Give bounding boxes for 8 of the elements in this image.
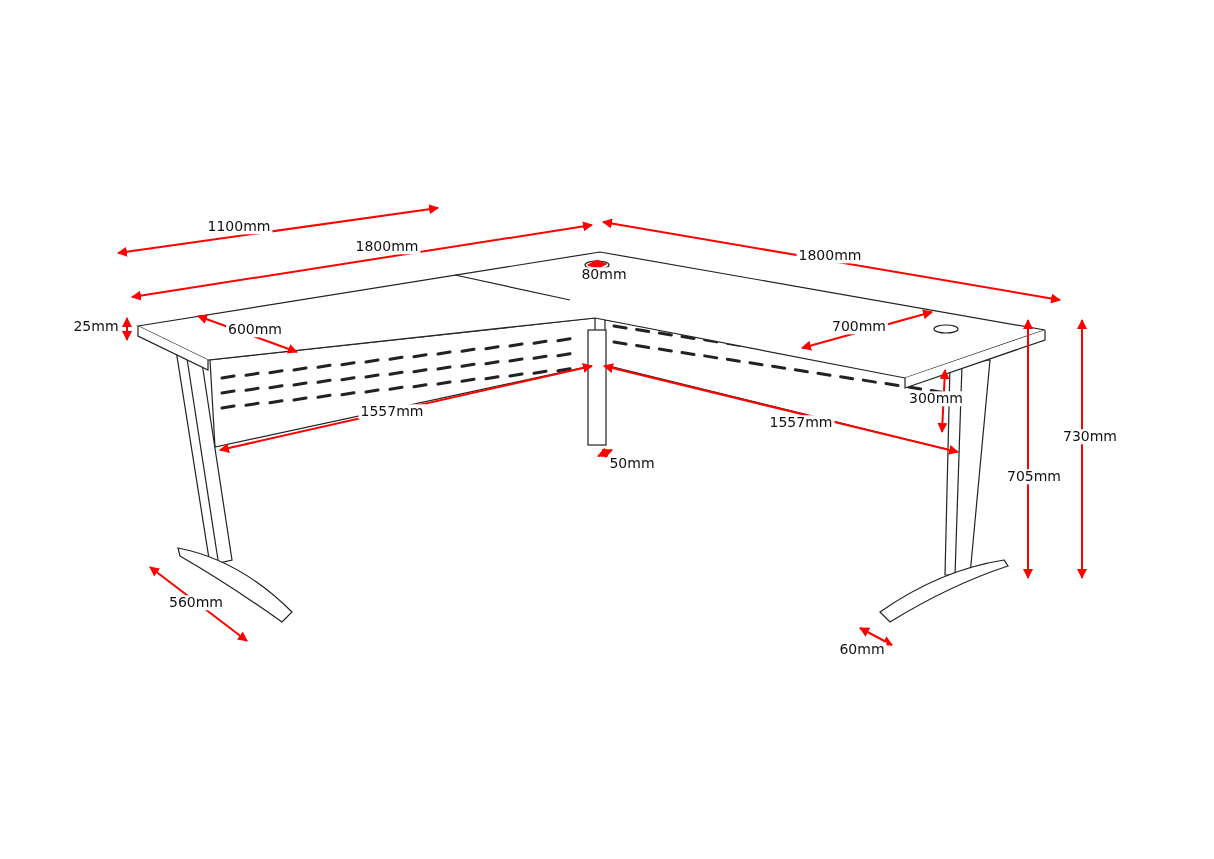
dimension-label: 1557mm [358, 404, 426, 420]
dimension-label: 300mm [907, 391, 965, 407]
dimension-label: 600mm [226, 322, 284, 338]
dimension-label: 560mm [167, 595, 225, 611]
dimension-label: 700mm [830, 319, 888, 335]
dimension-label: 705mm [1005, 469, 1063, 485]
dimension-label: 1800mm [796, 248, 864, 264]
dimension-label: 730mm [1061, 429, 1119, 445]
